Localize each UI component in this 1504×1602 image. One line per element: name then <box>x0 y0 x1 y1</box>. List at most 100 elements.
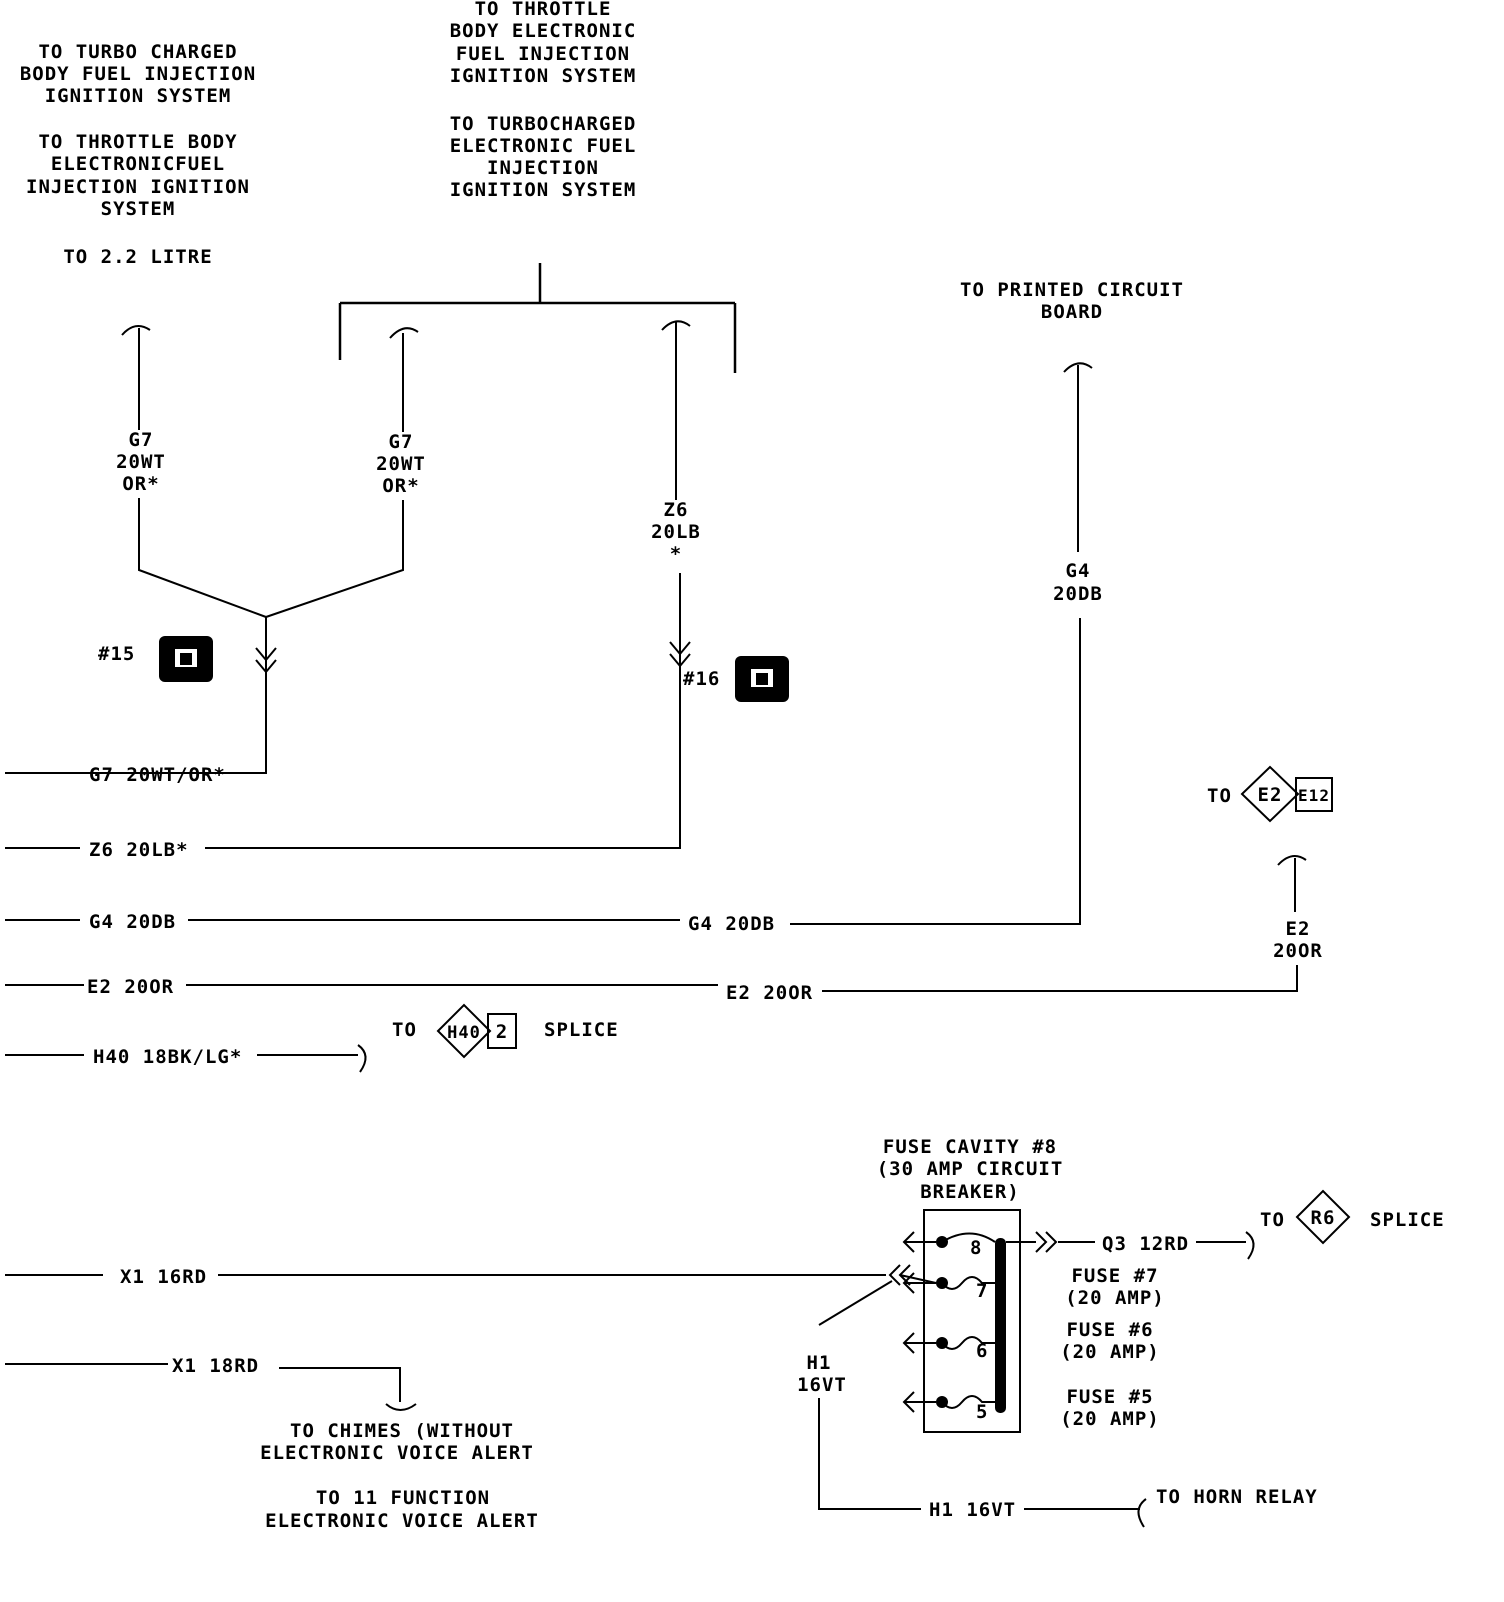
top-left-line-2: BODY FUEL INJECTION <box>20 63 256 85</box>
fuse-7-name: FUSE #7 <box>1071 1265 1158 1287</box>
h1-gauge: 16VT <box>797 1374 847 1396</box>
chimes-line-3: TO 11 FUNCTION <box>316 1487 490 1509</box>
e2-code: E2 <box>1286 918 1311 940</box>
pcb-line-2: BOARD <box>1041 301 1103 323</box>
printed-circuit-board-label: TO PRINTED CIRCUIT BOARD <box>960 279 1184 323</box>
wire-e2-left-label: E2 20OR <box>87 976 174 998</box>
e2-gauge: 20OR <box>1273 940 1323 962</box>
wire-g7-center-lower <box>265 500 404 618</box>
e2-ref-code: E2 <box>1258 784 1283 806</box>
connector-15-arrows <box>255 647 277 674</box>
wire-g7-merged <box>5 617 267 774</box>
top-center-label-group: TO THROTTLE BODY ELECTRONIC FUEL INJECTI… <box>450 0 637 201</box>
top-center-line-2: BODY ELECTRONIC <box>450 20 637 42</box>
wire-h1-diagonal <box>818 1280 893 1326</box>
label-z6: Z6 20LB * <box>651 499 701 565</box>
hook-chimes <box>385 1403 417 1411</box>
z6-gauge: 20LB <box>651 521 701 543</box>
top-left-label-group: TO TURBO CHARGED BODY FUEL INJECTION IGN… <box>20 41 256 268</box>
top-left-line-5: ELECTRONICFUEL <box>51 153 225 175</box>
top-center-line-1: TO THROTTLE <box>475 0 612 20</box>
cavity-7-number: 7 <box>976 1280 988 1302</box>
e2-ref-symbol: E2 E12 <box>1240 765 1333 823</box>
chimes-label-group: TO CHIMES (WITHOUT ELECTRONIC VOICE ALER… <box>260 1420 539 1532</box>
h1-code: H1 <box>807 1352 832 1374</box>
chimes-line-4: ELECTRONIC VOICE ALERT <box>265 1510 539 1532</box>
e2-ref-to: TO <box>1207 785 1232 807</box>
top-left-line-7: SYSTEM <box>101 198 176 220</box>
wire-g4-left-label: G4 20DB <box>89 911 176 933</box>
connector-15-icon <box>159 636 213 682</box>
wire-h1-vertical <box>818 1398 921 1510</box>
g7-left-gauge: 20WT <box>116 451 166 473</box>
hook-g7-left <box>121 325 151 336</box>
cavity-6-number: 6 <box>976 1340 988 1362</box>
fuse-6-rating: (20 AMP) <box>1060 1341 1160 1363</box>
h40-splice-to: TO <box>392 1019 417 1041</box>
cavity-5-fuse <box>902 1391 995 1413</box>
fuse-7-rating: (20 AMP) <box>1065 1287 1165 1309</box>
hook-g4 <box>1063 362 1093 373</box>
wire-x1-18-main <box>279 1367 401 1402</box>
wire-x1-16-label: X1 16RD <box>120 1266 207 1288</box>
fuse-cavity-title: FUSE CAVITY #8 (30 AMP CIRCUIT BREAKER) <box>877 1136 1064 1203</box>
wire-q3-arrows <box>1006 1231 1095 1253</box>
g7-center-code: G7 <box>389 431 414 453</box>
g4-gauge: 20DB <box>1053 583 1103 605</box>
h40-splice-symbol: H40 2 <box>436 1003 517 1059</box>
chimes-line-2: ELECTRONIC VOICE ALERT <box>260 1442 534 1464</box>
fuse-6-name: FUSE #6 <box>1066 1319 1153 1341</box>
wire-h40-label: H40 18BK/LG* <box>93 1046 242 1068</box>
h40-splice-word: SPLICE <box>544 1019 619 1041</box>
z6-code: Z6 <box>664 499 689 521</box>
wire-e2-right-label: E2 20OR <box>726 982 813 1004</box>
wire-q3-label: Q3 12RD <box>1102 1233 1189 1255</box>
hook-g7-center <box>389 327 419 339</box>
h40-splice-num: 2 <box>496 1021 508 1043</box>
connector-16-label: #16 <box>683 668 720 690</box>
hook-z6 <box>661 320 691 331</box>
label-g4: G4 20DB <box>1053 560 1103 605</box>
top-left-line-4: TO THROTTLE BODY <box>38 131 237 153</box>
hook-e2 <box>1277 855 1307 866</box>
z6-color: * <box>670 543 682 565</box>
top-center-line-5: TO TURBOCHARGED <box>450 113 637 135</box>
cavity-5-number: 5 <box>976 1401 988 1423</box>
wire-hooks <box>121 320 1307 866</box>
top-center-line-6: ELECTRONIC FUEL <box>450 135 637 157</box>
top-left-line-8: TO 2.2 LITRE <box>63 246 212 268</box>
top-left-line-3: IGNITION SYSTEM <box>45 85 232 107</box>
wire-g4-right-label: G4 20DB <box>688 913 775 935</box>
g7-left-color: OR* <box>122 473 159 495</box>
top-left-line-6: INJECTION IGNITION <box>26 176 250 198</box>
connector-15-label: #15 <box>98 643 135 665</box>
fuse-7-label: FUSE #7 (20 AMP) <box>1065 1265 1165 1309</box>
hook-q3 <box>1245 1231 1255 1260</box>
fuse-block-bus-bar <box>995 1238 1006 1413</box>
wire-z6-horizontal-label: Z6 20LB* <box>89 839 189 861</box>
r6-splice-to: TO <box>1260 1209 1285 1231</box>
fuse-title-line-2: (30 AMP CIRCUIT <box>877 1158 1064 1180</box>
wire-h1-horizontal-label: H1 16VT <box>929 1499 1016 1521</box>
r6-splice-code: R6 <box>1311 1207 1336 1229</box>
fuse-title-line-3: BREAKER) <box>920 1181 1020 1203</box>
chimes-line-1: TO CHIMES (WITHOUT <box>290 1420 514 1442</box>
top-center-line-8: IGNITION SYSTEM <box>450 179 637 201</box>
g7-center-color: OR* <box>382 475 419 497</box>
cavity-6-fuse <box>902 1332 995 1354</box>
h40-splice-code: H40 <box>447 1023 481 1043</box>
label-g7-center: G7 20WT OR* <box>376 431 426 497</box>
connector-16-arrows <box>669 641 691 668</box>
top-center-line-4: IGNITION SYSTEM <box>450 65 637 87</box>
g7-left-code: G7 <box>129 429 154 451</box>
fuse-5-rating: (20 AMP) <box>1060 1408 1160 1430</box>
connector-16-icon <box>735 656 789 702</box>
cavity-8-number: 8 <box>970 1237 982 1259</box>
wire-x1-18-label: X1 18RD <box>172 1355 259 1377</box>
ignition-system-bracket <box>338 263 737 373</box>
label-e2: E2 20OR <box>1273 918 1323 962</box>
pcb-line-1: TO PRINTED CIRCUIT <box>960 279 1184 301</box>
g7-center-gauge: 20WT <box>376 453 426 475</box>
fuse-6-label: FUSE #6 (20 AMP) <box>1060 1319 1160 1363</box>
